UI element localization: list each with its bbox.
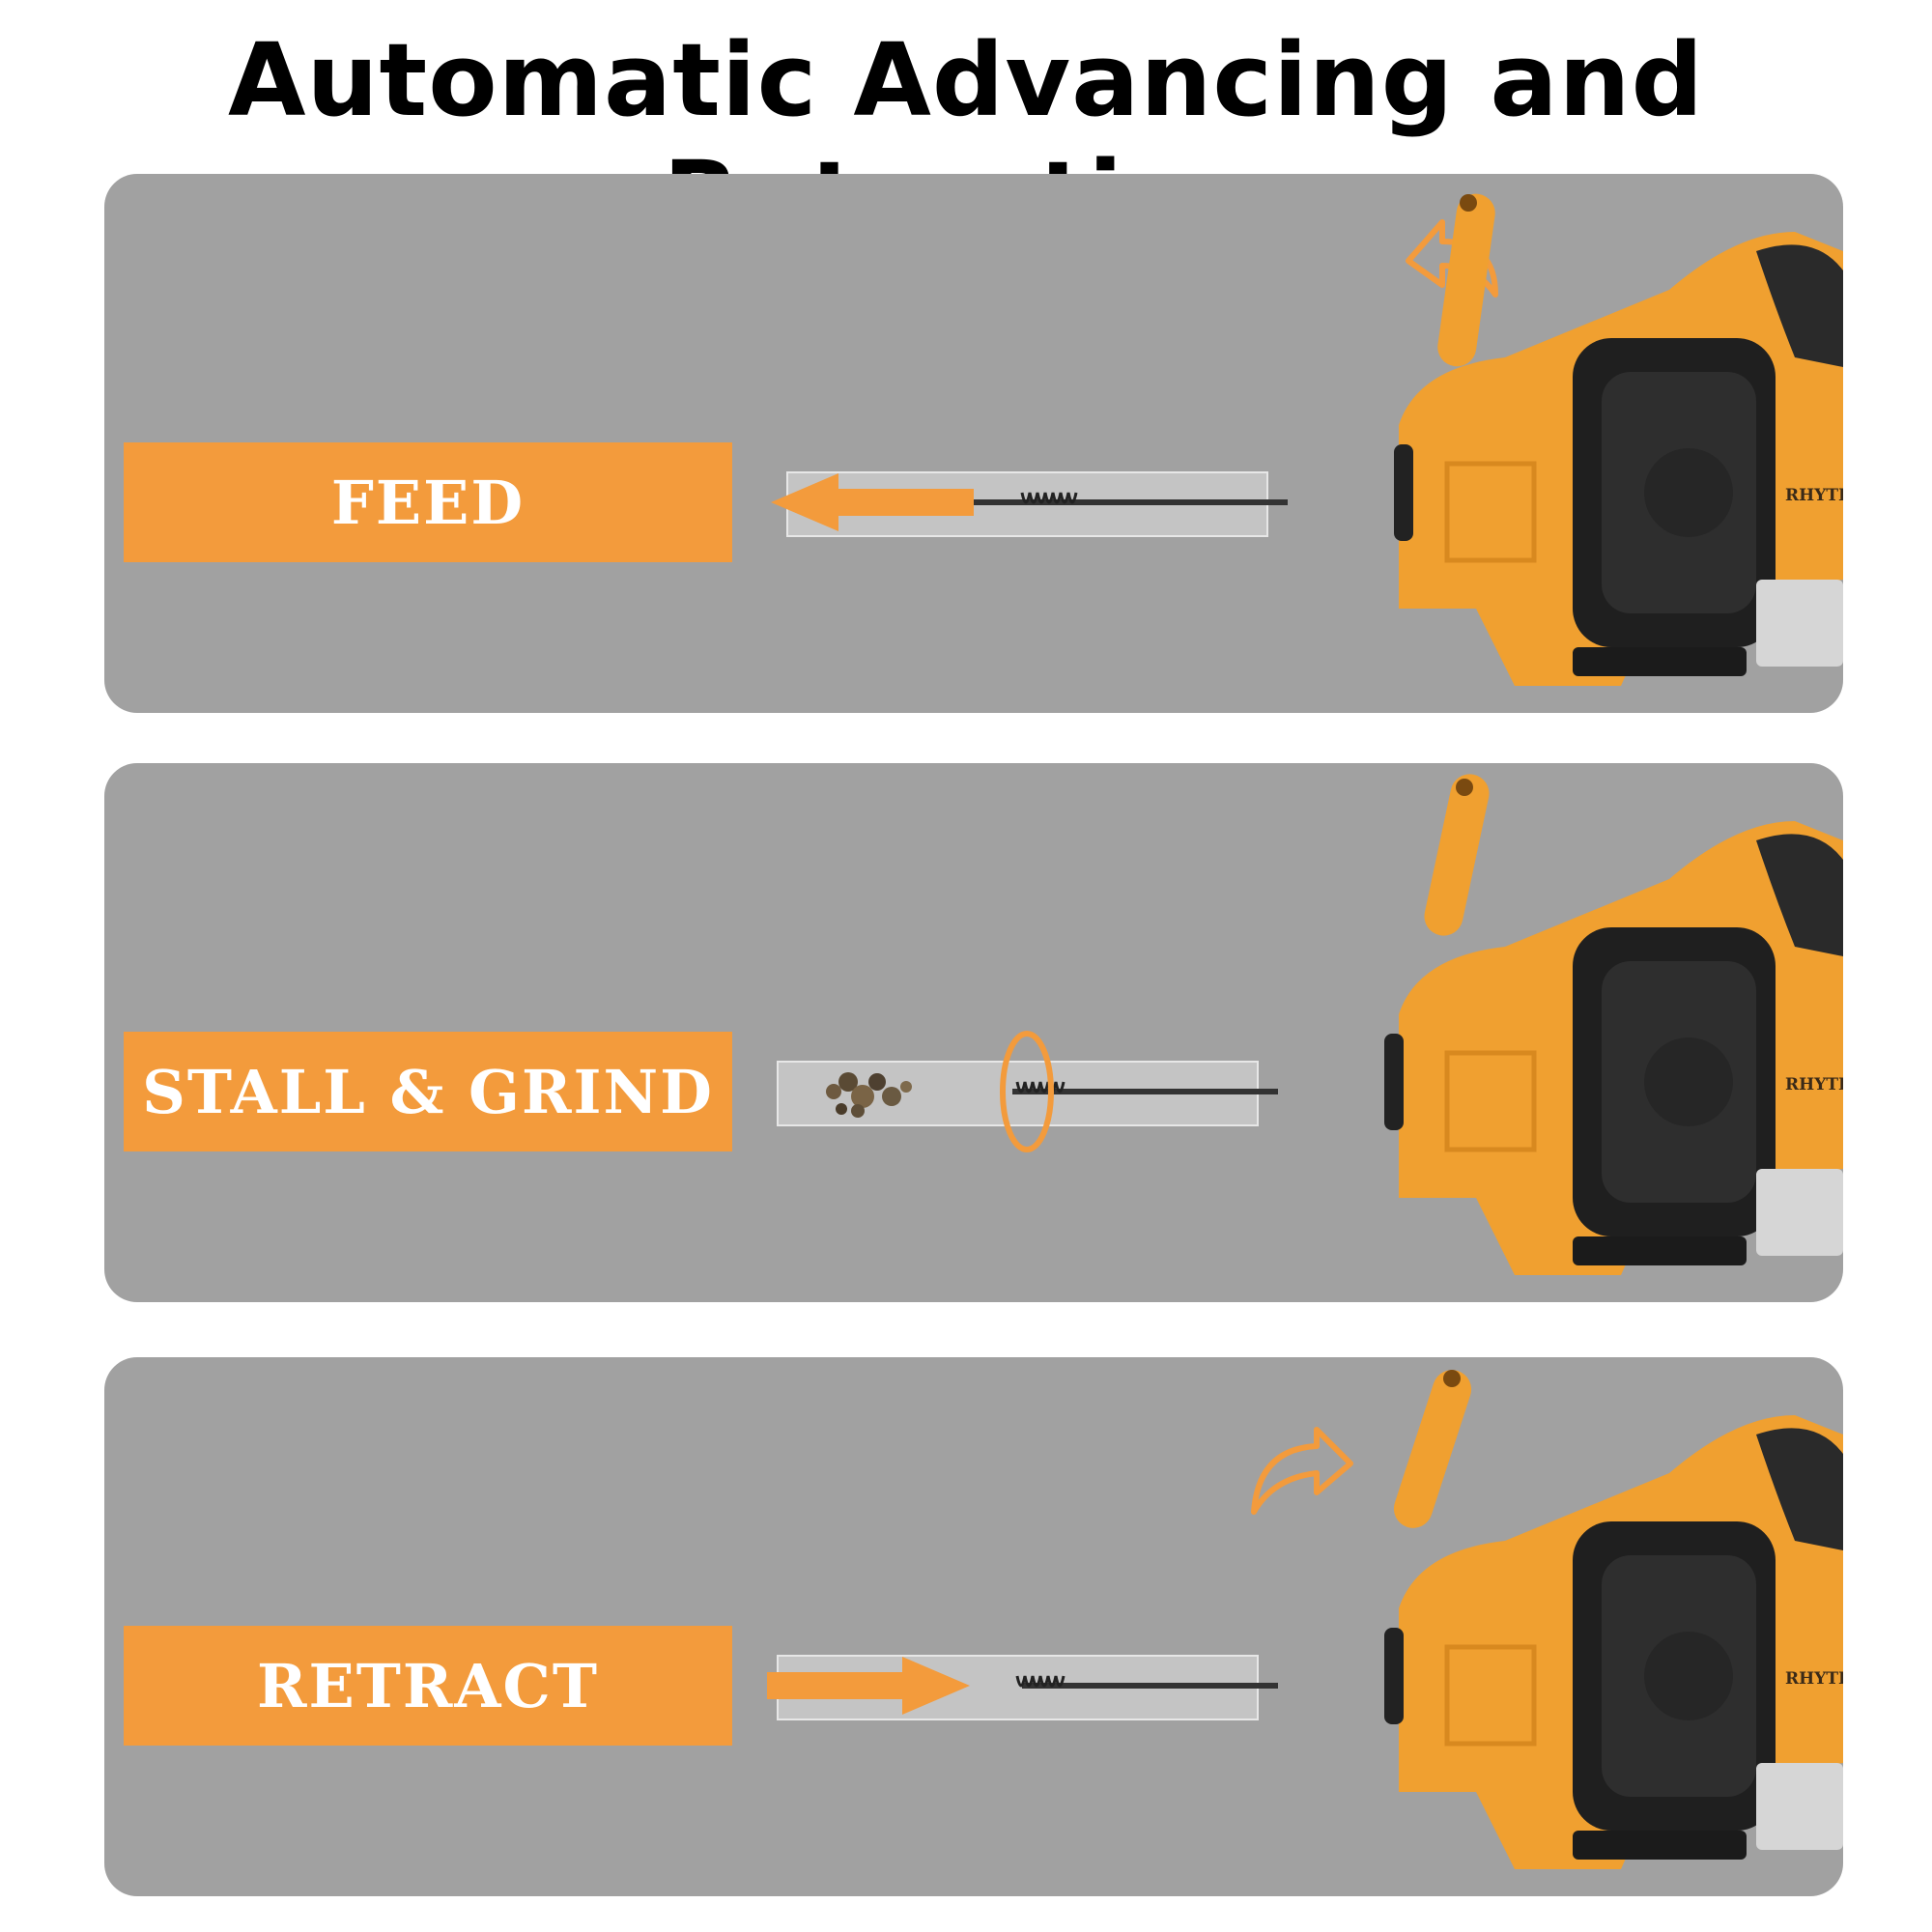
retract-label: RETRACT — [124, 1626, 732, 1746]
feed-label: FEED — [124, 442, 732, 562]
debris-clog-icon — [826, 1072, 912, 1118]
rotation-arrow-icon — [1000, 1031, 1054, 1152]
brand-logo: RHYTHNESS — [1785, 486, 1843, 505]
cable-auger — [925, 492, 1288, 505]
drain-auger-tool: RHYTHNESS — [1254, 763, 1843, 1302]
retract-arrow-icon — [767, 1657, 970, 1715]
feed-arrow-icon — [771, 473, 974, 531]
stall-grind-label: STALL & GRIND — [124, 1032, 732, 1151]
brand-logo: RHYTHNESS — [1785, 1669, 1843, 1689]
panel-retract: RETRACT RHYTHNESS — [104, 1357, 1843, 1896]
panel-feed: FEED RHYTHNESS — [104, 174, 1843, 713]
lever-down-arrow-icon — [1251, 1427, 1353, 1515]
drain-auger-tool: RHYTHNESS — [1254, 1357, 1843, 1896]
cable-auger — [1015, 1675, 1278, 1689]
brand-logo: RHYTHNESS — [1785, 1075, 1843, 1094]
drain-auger-tool: RHYTHNESS — [1254, 174, 1843, 713]
cable-auger — [1012, 1081, 1278, 1094]
panel-stall-grind: STALL & GRIND RHYTHNESS — [104, 763, 1843, 1302]
